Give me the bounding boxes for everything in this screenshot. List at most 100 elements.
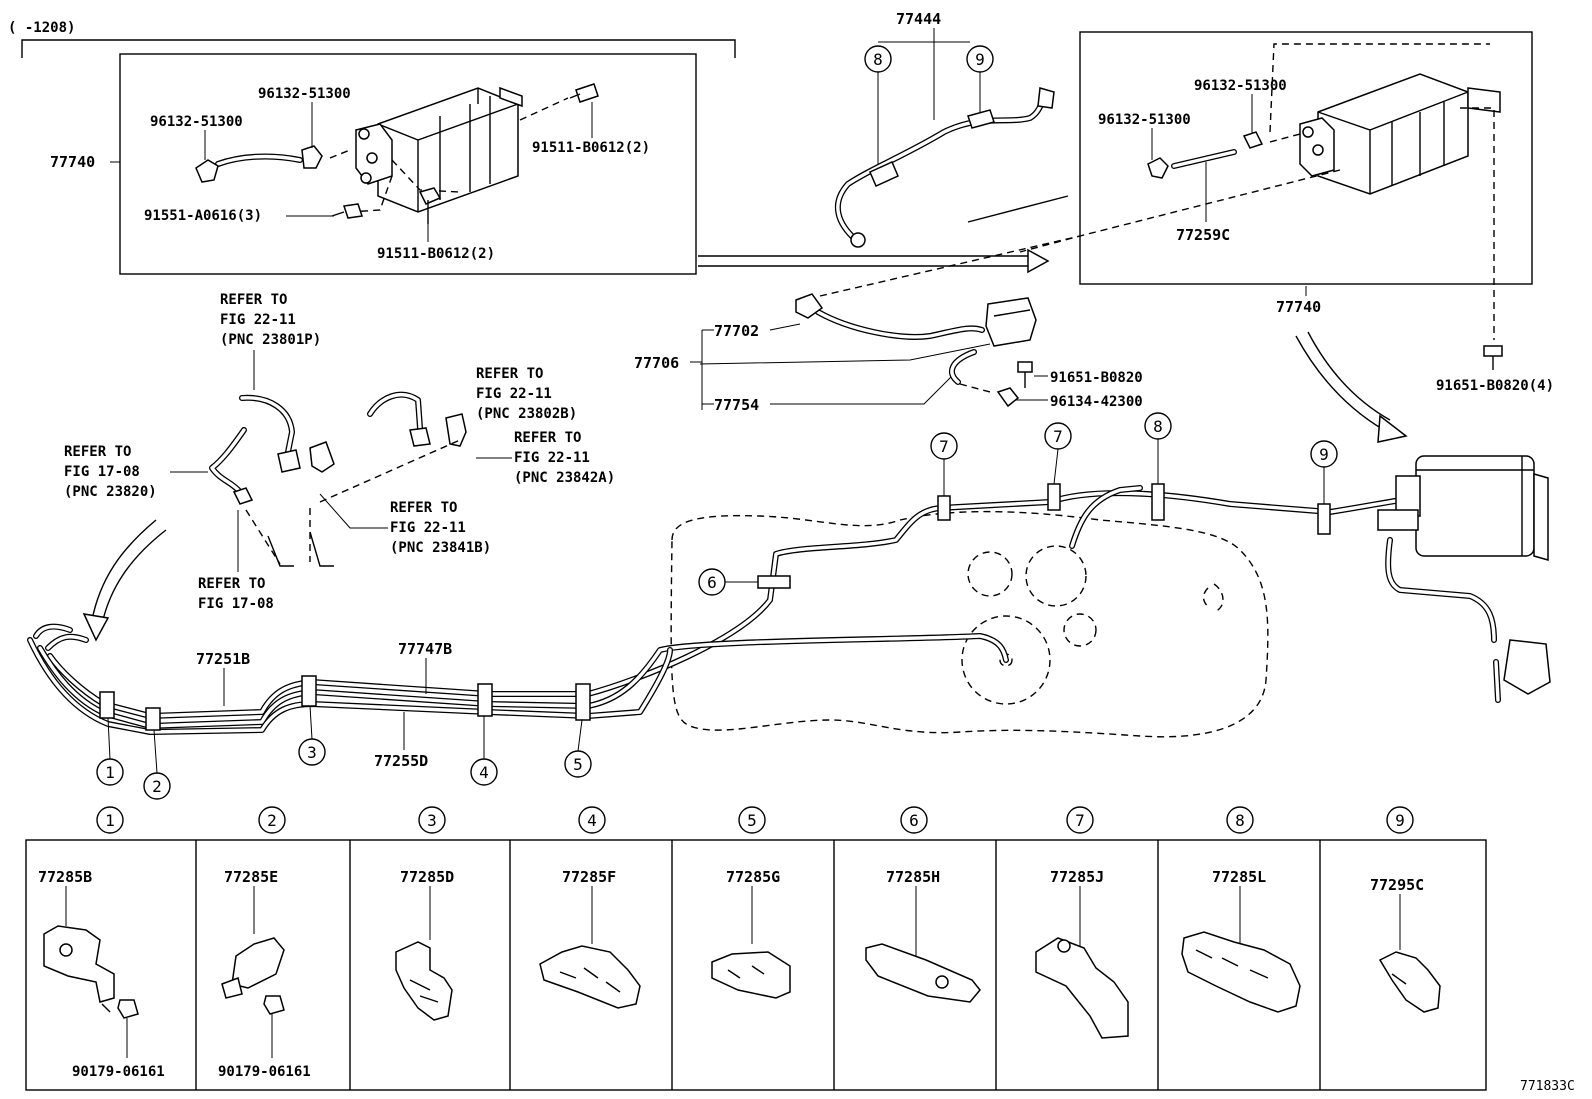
label-77259c: 77259C	[1176, 226, 1230, 244]
svg-text:REFER TO: REFER TO	[390, 500, 457, 516]
clamp-table	[25, 839, 1487, 1091]
hose-set-label: 77444	[896, 10, 941, 28]
svg-text:2: 2	[267, 811, 277, 830]
flow-arrow	[698, 248, 1050, 274]
callout-7a: 7	[930, 432, 958, 496]
svg-text:FIG 22-11: FIG 22-11	[390, 520, 466, 536]
refer-note-1: REFER TO FIG 22-11 (PNC 23801P)	[220, 292, 321, 348]
clamp-2-part: 77285E	[224, 868, 278, 886]
callout-5: 5	[564, 719, 592, 778]
clamp-col-2: 2 77285E 90179-06161	[218, 806, 311, 1080]
clamp-2-nut: 90179-06161	[218, 1064, 311, 1080]
canister-label-left: 77740	[50, 153, 95, 171]
svg-text:REFER TO: REFER TO	[476, 366, 543, 382]
svg-text:4: 4	[479, 763, 489, 782]
label-77251b: 77251B	[196, 650, 250, 668]
group-label-77706: 77706	[634, 354, 679, 372]
svg-text:REFER TO: REFER TO	[220, 292, 287, 308]
label-91511-lower: 91511-B0612(2)	[377, 246, 495, 262]
svg-text:(PNC 23801P): (PNC 23801P)	[220, 332, 321, 348]
clamp-1-part: 77285B	[38, 868, 92, 886]
svg-text:5: 5	[747, 811, 757, 830]
clamp-7-part: 77285J	[1050, 868, 1104, 886]
svg-text:5: 5	[573, 755, 583, 774]
svg-text:7: 7	[1053, 427, 1063, 446]
long-rod	[967, 195, 1069, 223]
canister-label-right: 77740	[1276, 298, 1321, 316]
clamp-col-8: 8 77285L	[1181, 806, 1301, 1013]
label-77747b: 77747B	[398, 640, 452, 658]
svg-text:FIG 22-11: FIG 22-11	[514, 450, 590, 466]
clamp-8-part: 77285L	[1212, 868, 1266, 886]
canister-main	[1377, 455, 1551, 703]
bolt-icon-right-column	[1483, 345, 1503, 370]
clamp-col-1: 1 77285B 90179-06161	[38, 806, 165, 1080]
label-96134: 96134-42300	[1050, 394, 1143, 410]
refer-note-5: REFER TO FIG 22-11 (PNC 23841B)	[390, 500, 491, 556]
refer-note-6: REFER TO FIG 17-08	[198, 576, 274, 612]
date-bracket	[21, 39, 736, 58]
date-range: ( -1208)	[8, 20, 75, 36]
clamp-col-4: 4 77285F	[539, 806, 641, 1009]
callout-9-top-text: 9	[975, 50, 985, 69]
short-hose-right	[1147, 131, 1264, 179]
svg-text:1: 1	[105, 763, 115, 782]
refer-note-2: REFER TO FIG 22-11 (PNC 23802B)	[476, 366, 577, 422]
svg-text:3: 3	[307, 743, 317, 762]
lead-77706	[699, 343, 991, 365]
svg-text:9: 9	[1395, 811, 1405, 830]
svg-text:(PNC 23842A): (PNC 23842A)	[514, 470, 615, 486]
svg-text:FIG 22-11: FIG 22-11	[220, 312, 296, 328]
svg-text:3: 3	[427, 811, 437, 830]
label-91511-upper: 91511-B0612(2)	[532, 140, 650, 156]
svg-text:(PNC 23841B): (PNC 23841B)	[390, 540, 491, 556]
canister-right	[1299, 73, 1501, 195]
refer-note-3: REFER TO FIG 22-11 (PNC 23842A)	[514, 430, 615, 486]
fuel-tank	[670, 510, 1269, 738]
clip-icon-center	[996, 387, 1020, 408]
label-77754: 77754	[714, 396, 759, 414]
svg-text:6: 6	[707, 573, 717, 592]
svg-text:8: 8	[1235, 811, 1245, 830]
svg-text:REFER TO: REFER TO	[514, 430, 581, 446]
clamp-col-9: 9 77295C	[1370, 806, 1441, 1013]
label-96132-left-b: 96132-51300	[258, 86, 351, 102]
bolt-icon-left	[331, 203, 363, 219]
callout-1: 1	[96, 717, 124, 786]
callout-8: 8	[1144, 412, 1172, 484]
svg-text:2: 2	[152, 777, 162, 796]
hose-77754	[949, 349, 977, 385]
clamp-col-7: 7 77285J	[1035, 806, 1129, 1039]
svg-text:FIG 17-08: FIG 17-08	[64, 464, 140, 480]
callout-6: 6	[698, 568, 758, 596]
svg-text:9: 9	[1319, 445, 1329, 464]
label-91651-right: 91651-B0820(4)	[1436, 378, 1554, 394]
label-77702: 77702	[714, 322, 759, 340]
hose-77444	[835, 87, 1055, 248]
callout-3: 3	[298, 705, 326, 766]
left-hose	[195, 145, 323, 183]
clamp-4-part: 77285F	[562, 868, 616, 886]
label-91651-center: 91651-B0820	[1050, 370, 1143, 386]
clamp-col-5: 5 77285G	[711, 806, 791, 999]
svg-text:FIG 17-08: FIG 17-08	[198, 596, 274, 612]
figure-code: 771833C	[1520, 1079, 1575, 1094]
clamp-5-part: 77285G	[726, 868, 780, 886]
callout-2: 2	[143, 729, 171, 800]
callout-8-top-text: 8	[873, 50, 883, 69]
clamp-6-part: 77285H	[886, 868, 940, 886]
bolt-icon-center	[1017, 361, 1033, 388]
label-77255d: 77255D	[374, 752, 428, 770]
clamp-3-part: 77285D	[400, 868, 454, 886]
svg-text:8: 8	[1153, 417, 1163, 436]
canister-left	[355, 86, 523, 213]
svg-text:6: 6	[909, 811, 919, 830]
refer-note-4: REFER TO FIG 17-08 (PNC 23820)	[64, 444, 157, 500]
svg-text:REFER TO: REFER TO	[198, 576, 265, 592]
svg-text:7: 7	[1075, 811, 1085, 830]
svg-text:FIG 22-11: FIG 22-11	[476, 386, 552, 402]
bolt-icon-upper-right	[569, 83, 599, 103]
lead-note-5	[319, 493, 388, 529]
fuel-hose-parts	[209, 391, 467, 567]
